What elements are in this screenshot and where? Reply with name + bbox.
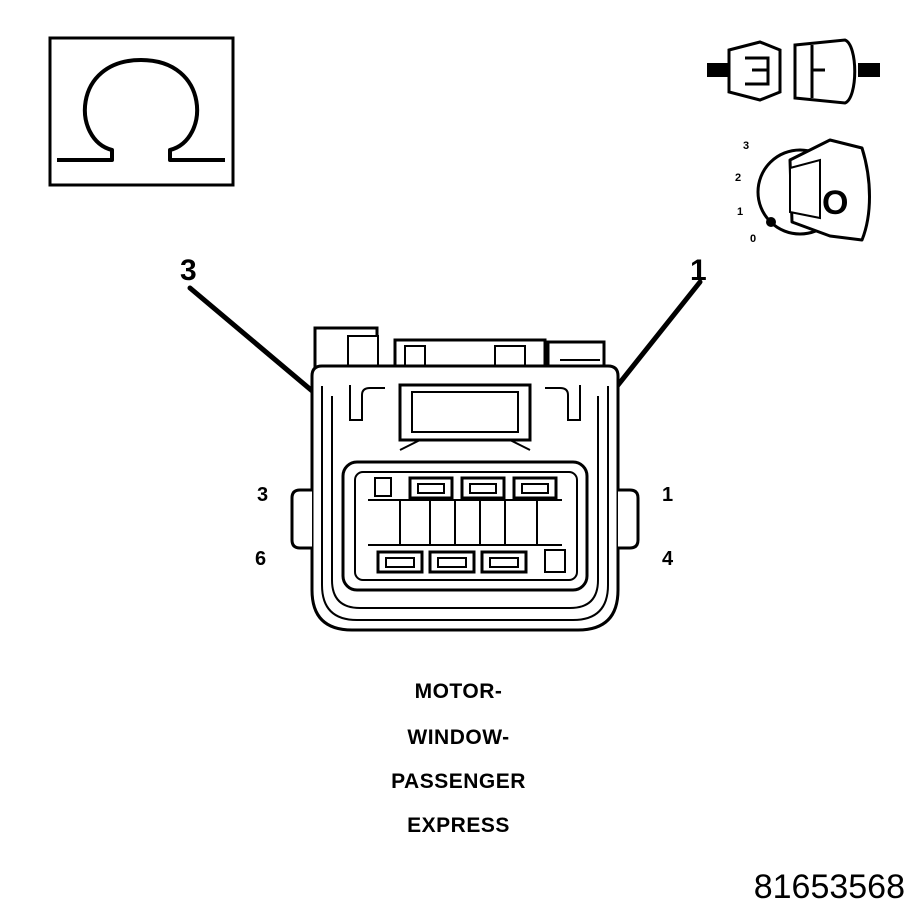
ignition-position-0: 0: [750, 233, 757, 245]
cavity-label-4: 4: [662, 548, 674, 570]
cavity-label-1: 1: [662, 484, 674, 506]
ignition-position-2: 2: [735, 172, 742, 184]
callout-label-left: 3: [180, 254, 197, 287]
callout-label-right: 1: [690, 254, 707, 287]
ignition-position-3: 3: [743, 140, 750, 152]
connector-disconnected-icon: [707, 38, 880, 105]
key-label: O: [822, 184, 848, 222]
connector-face: [290, 326, 640, 632]
ignition-key-off-icon: O: [756, 138, 871, 242]
connector-title-line-2: WINDOW-: [407, 726, 510, 749]
connector-title-line-3: PASSENGER: [391, 770, 526, 793]
connector-title-line-4: EXPRESS: [407, 814, 510, 837]
ignition-position-1: 1: [737, 206, 744, 218]
connector-title-line-1: MOTOR-: [414, 680, 503, 703]
ohm-meter-icon: [48, 36, 235, 187]
cavity-label-3: 3: [257, 484, 269, 506]
figure-number: 81653568: [753, 868, 905, 906]
cavity-label-6: 6: [255, 548, 267, 570]
